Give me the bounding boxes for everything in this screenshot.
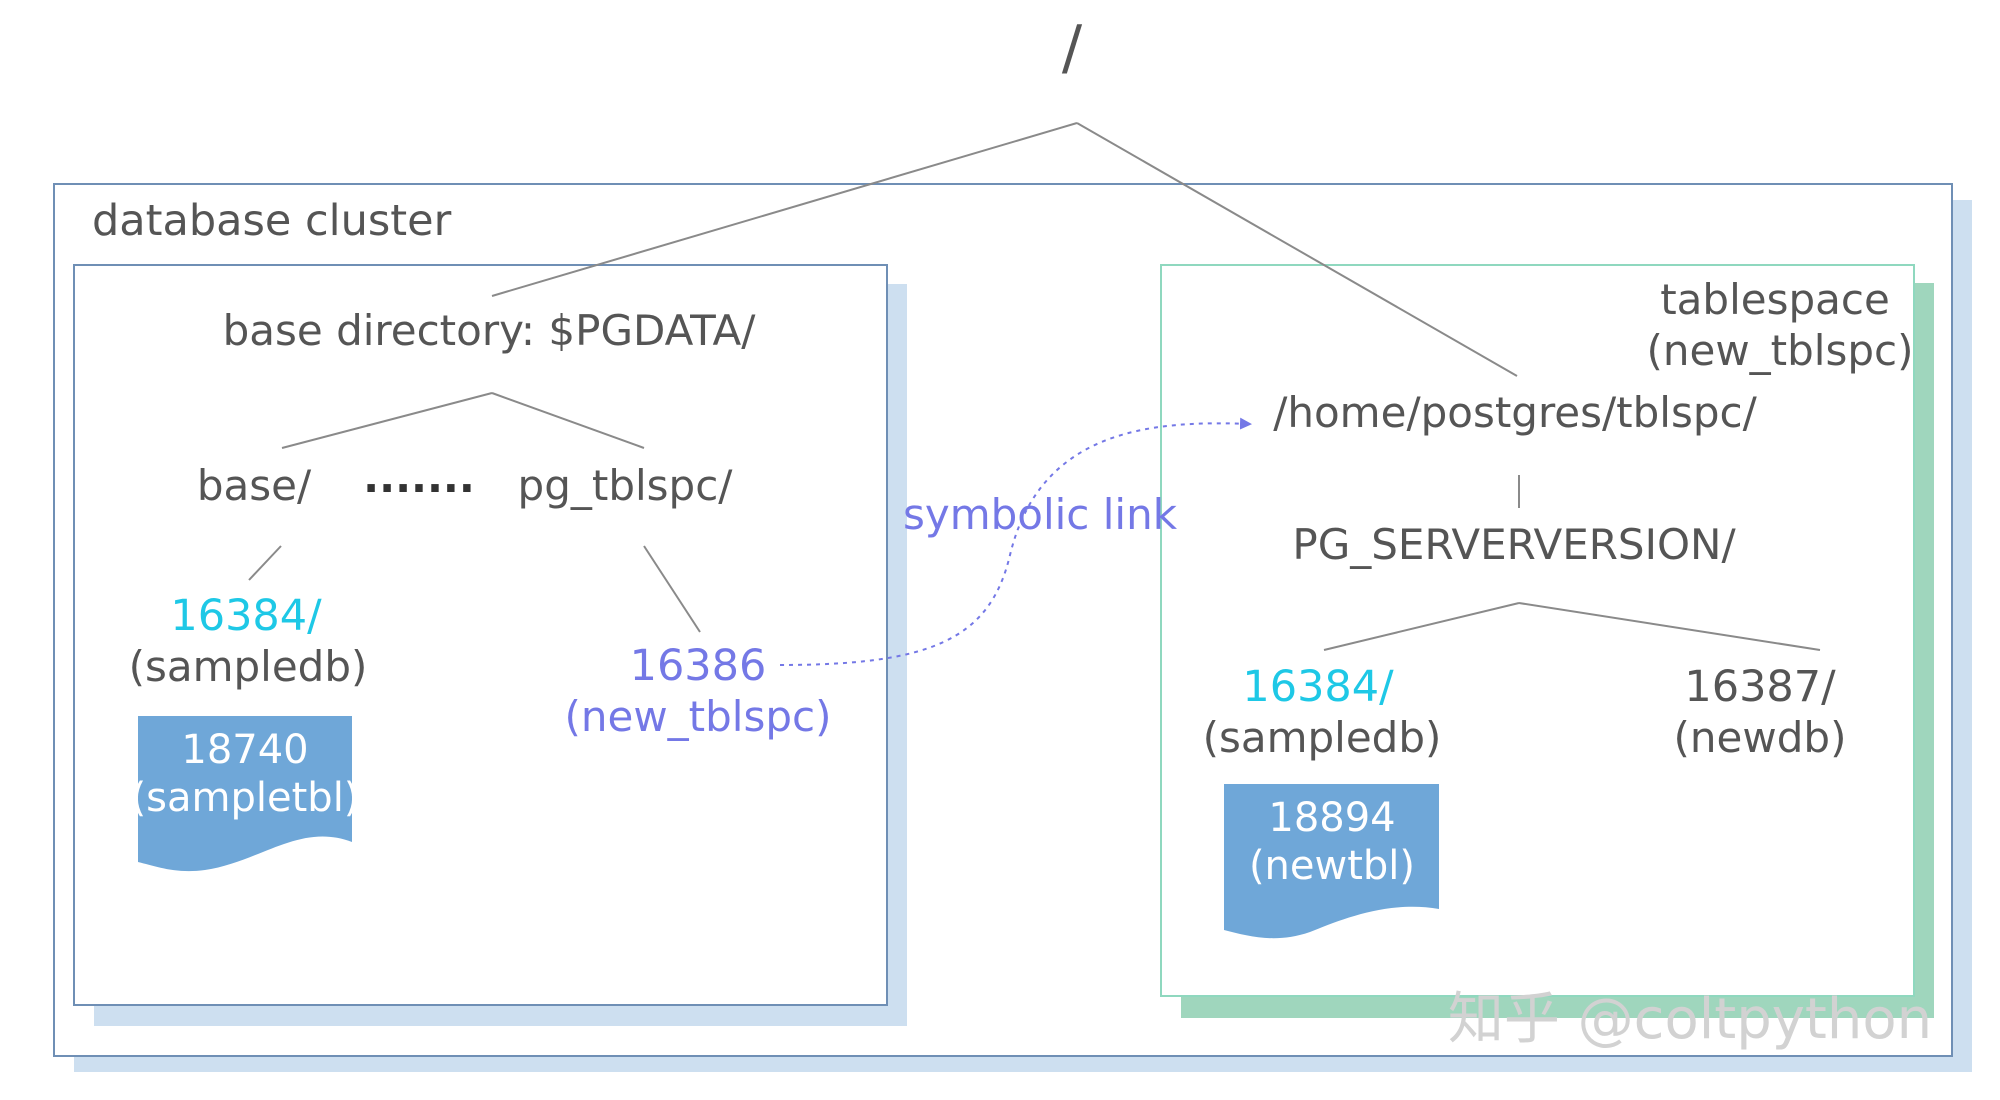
sampledb-name: (sampledb): [129, 642, 368, 691]
watermark: 知乎 @coltpython: [1448, 987, 1932, 1052]
pg-tblspc-folder: pg_tblspc/: [518, 461, 734, 510]
root-to-base-edge: [491, 122, 1078, 297]
base-directory-box: [73, 264, 888, 1006]
newtbl-oid: 18894: [1268, 795, 1395, 841]
newdb-name: (newdb): [1674, 713, 1847, 762]
link-name: (new_tblspc): [564, 692, 831, 741]
sampledb-oid: 16384/: [170, 591, 322, 641]
pgtblspc-to-link-edge: [643, 545, 701, 633]
base-dir-to-pgtblspc-edge: [491, 392, 645, 449]
tablespace-sampledb-name: (sampledb): [1203, 713, 1442, 762]
base-to-db-edge: [248, 545, 282, 581]
server-version-folder: PG_SERVERVERSION/: [1292, 520, 1736, 569]
newtbl-name: (newtbl): [1249, 843, 1415, 889]
sampletbl-name: (sampletbl): [131, 775, 360, 821]
tablespace-label: tablespace: [1660, 275, 1890, 324]
version-to-db1-edge: [1323, 602, 1520, 651]
tablespace-path: /home/postgres/tblspc/: [1273, 388, 1757, 437]
symbolic-link-arrow: [779, 417, 1252, 666]
symbolic-link-label: symbolic link: [903, 490, 1178, 539]
sampletbl-oid: 18740: [181, 727, 308, 773]
newdb-oid: 16387/: [1684, 662, 1836, 712]
root-to-tablespace-edge: [1076, 122, 1518, 377]
tablespace-sampledb-oid: 16384/: [1242, 662, 1394, 712]
tablespace-name: (new_tblspc): [1646, 326, 1913, 375]
base-directory-label: base directory: $PGDATA/: [223, 306, 757, 355]
base-dir-to-base-edge: [281, 392, 493, 449]
ellipsis: .......: [363, 453, 475, 502]
version-to-db2-edge: [1518, 602, 1821, 651]
cluster-label: database cluster: [92, 196, 452, 246]
base-folder: base/: [197, 461, 312, 510]
root-node: /: [1062, 13, 1083, 83]
link-oid: 16386: [630, 641, 767, 691]
sampletbl-file-shape: [138, 716, 352, 872]
newtbl-file-shape: [1224, 784, 1439, 939]
